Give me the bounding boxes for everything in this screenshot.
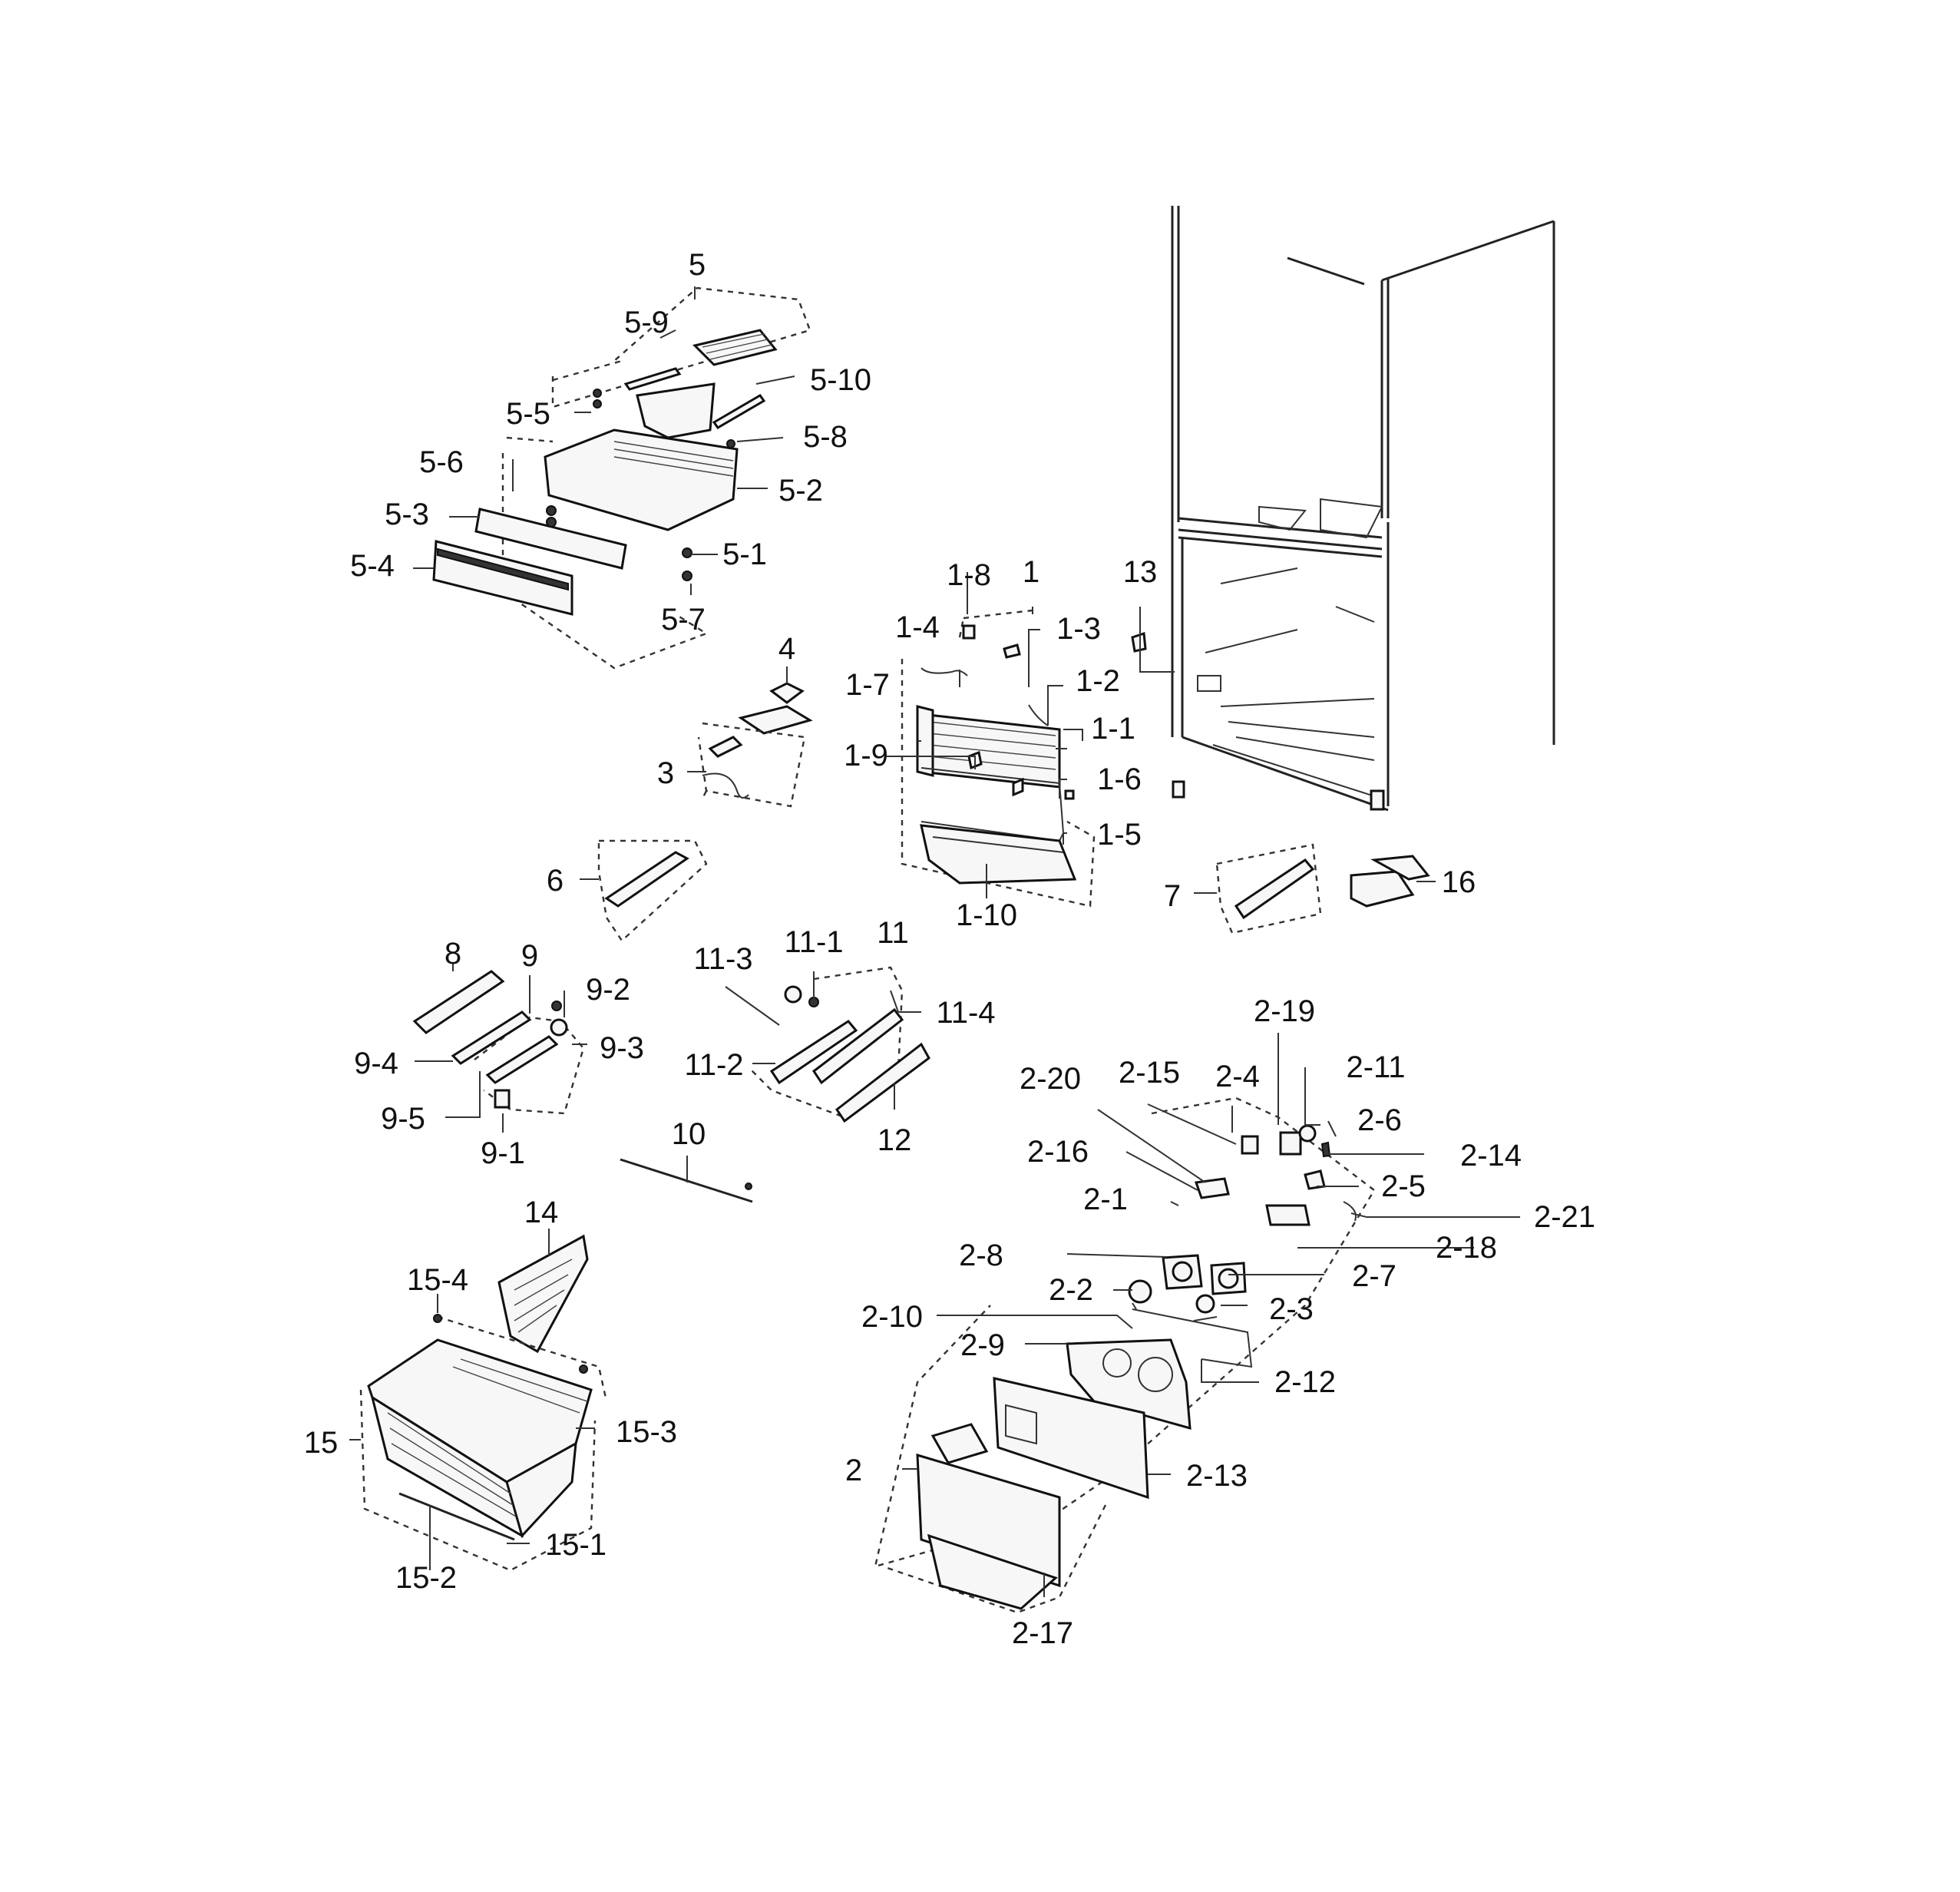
label-9-1: 9-1 <box>481 1136 525 1170</box>
label-10: 10 <box>672 1117 706 1151</box>
label-9-3: 9-3 <box>600 1031 644 1065</box>
label-1-8: 1-8 <box>947 558 991 592</box>
label-2-3: 2-3 <box>1269 1292 1314 1326</box>
label-11: 11 <box>877 916 909 950</box>
label-1-6: 1-6 <box>1097 762 1142 796</box>
label-1-7: 1-7 <box>845 668 890 702</box>
label-2-14: 2-14 <box>1460 1139 1522 1173</box>
part-group-6 <box>580 839 708 942</box>
part-16 <box>1350 855 1436 908</box>
part-group-14-15 <box>349 1229 608 1572</box>
label-2-20: 2-20 <box>1020 1062 1081 1096</box>
label-5-9: 5-9 <box>624 306 669 339</box>
label-5-3: 5-3 <box>385 498 429 531</box>
label-2-18: 2-18 <box>1436 1231 1497 1265</box>
label-16: 16 <box>1442 865 1476 899</box>
part-group-5 <box>413 286 811 670</box>
label-1-9: 1-9 <box>844 739 888 772</box>
label-7: 7 <box>1164 879 1181 913</box>
label-2-9: 2-9 <box>960 1328 1005 1362</box>
label-5-5: 5-5 <box>506 397 550 431</box>
label-6: 6 <box>547 864 564 898</box>
label-2-10: 2-10 <box>861 1300 923 1334</box>
label-15-2: 15-2 <box>395 1561 457 1595</box>
label-11-1: 11-1 <box>784 925 843 959</box>
label-12: 12 <box>878 1123 912 1157</box>
label-5-2: 5-2 <box>778 474 823 508</box>
label-2-2: 2-2 <box>1049 1273 1093 1307</box>
label-1-4: 1-4 <box>895 610 940 644</box>
part-labels: 5 5-9 5-10 5-5 5-8 5-6 5-2 5-3 5-1 5-4 5… <box>304 248 1595 1650</box>
part-group-1 <box>887 572 1096 908</box>
label-2-21: 2-21 <box>1534 1200 1595 1234</box>
label-5-4: 5-4 <box>350 549 395 583</box>
label-2-13: 2-13 <box>1186 1459 1248 1493</box>
label-2-6: 2-6 <box>1357 1103 1402 1137</box>
label-2-8: 2-8 <box>959 1239 1003 1272</box>
label-1-2: 1-2 <box>1076 664 1120 698</box>
label-15-1: 15-1 <box>545 1528 607 1562</box>
label-2-7: 2-7 <box>1352 1259 1396 1293</box>
label-5-7: 5-7 <box>661 603 706 637</box>
label-2-17: 2-17 <box>1012 1616 1073 1650</box>
label-9-5: 9-5 <box>381 1102 425 1136</box>
label-15-3: 15-3 <box>616 1415 677 1449</box>
label-2-19: 2-19 <box>1254 994 1315 1028</box>
label-3: 3 <box>657 756 674 790</box>
part-13 <box>1131 607 1175 673</box>
label-2-12: 2-12 <box>1274 1365 1336 1399</box>
label-4: 4 <box>778 632 795 666</box>
label-5-10: 5-10 <box>810 363 871 397</box>
label-2-16: 2-16 <box>1027 1135 1089 1169</box>
label-2-11: 2-11 <box>1346 1050 1405 1084</box>
label-1: 1 <box>1023 555 1039 589</box>
label-9: 9 <box>521 939 538 973</box>
label-5-8: 5-8 <box>803 420 848 454</box>
part-group-3-4 <box>687 666 813 808</box>
label-1-3: 1-3 <box>1056 612 1101 646</box>
label-5: 5 <box>689 248 706 282</box>
label-14: 14 <box>524 1196 559 1229</box>
label-11-2: 11-2 <box>684 1048 743 1082</box>
part-10 <box>620 1156 753 1203</box>
refrigerator-cabinet <box>1171 206 1555 812</box>
label-15: 15 <box>304 1426 339 1460</box>
label-1-1: 1-1 <box>1091 712 1135 746</box>
label-8: 8 <box>445 937 461 971</box>
label-9-4: 9-4 <box>354 1047 398 1080</box>
label-11-4: 11-4 <box>936 996 995 1030</box>
label-2-15: 2-15 <box>1119 1056 1180 1090</box>
label-5-6: 5-6 <box>419 445 464 479</box>
label-2-5: 2-5 <box>1381 1169 1426 1203</box>
part-group-11-12 <box>725 966 930 1123</box>
label-1-10: 1-10 <box>956 898 1017 932</box>
label-2: 2 <box>845 1454 862 1487</box>
label-1-5: 1-5 <box>1097 818 1142 852</box>
label-2-1: 2-1 <box>1083 1182 1128 1216</box>
label-11-3: 11-3 <box>693 942 752 976</box>
part-group-2 <box>874 1033 1520 1614</box>
part-group-7 <box>1194 843 1322 934</box>
label-2-4: 2-4 <box>1215 1060 1260 1093</box>
label-15-4: 15-4 <box>407 1263 468 1297</box>
label-5-1: 5-1 <box>722 538 767 571</box>
label-13: 13 <box>1123 555 1158 589</box>
part-group-8-9 <box>412 964 587 1133</box>
label-9-2: 9-2 <box>586 973 630 1007</box>
